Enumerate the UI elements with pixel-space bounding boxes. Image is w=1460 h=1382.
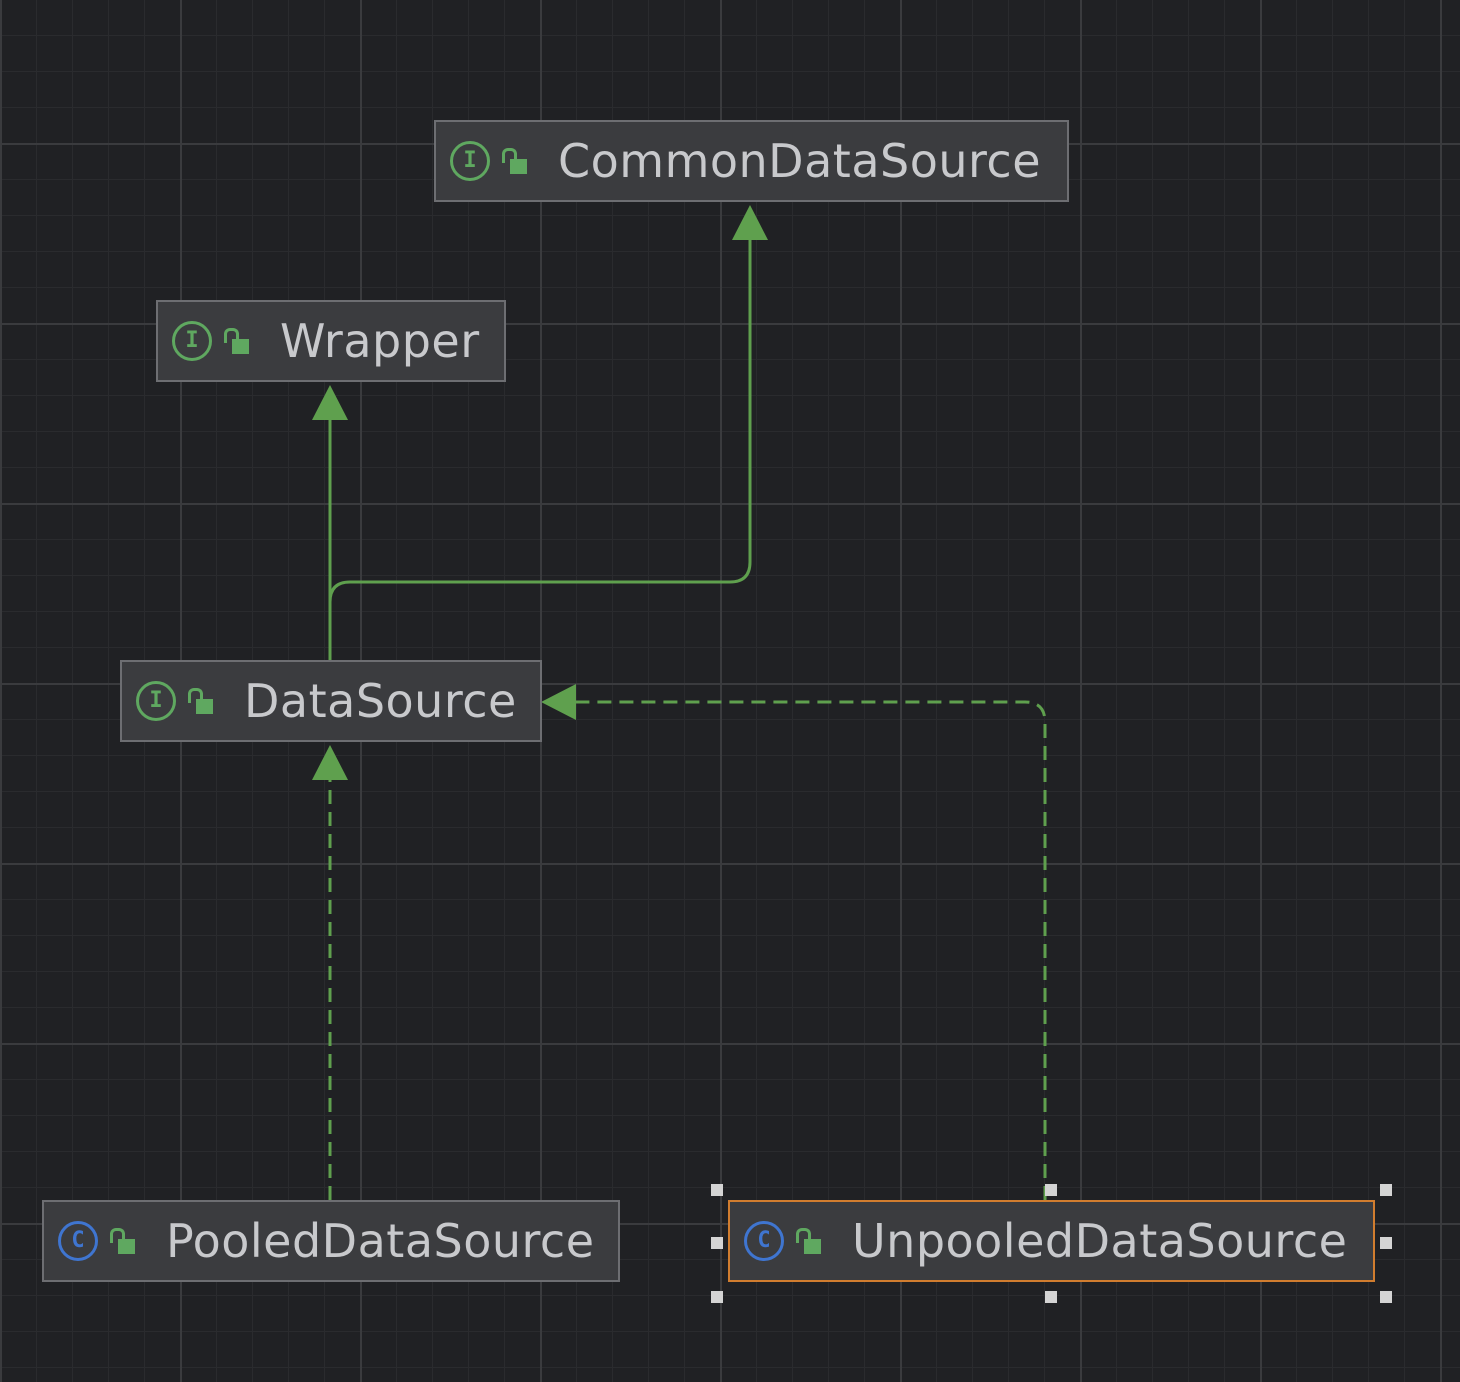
resize-handle-top-right[interactable] [1380,1184,1392,1196]
unlocked-icon [502,146,528,176]
edge-datasource-wrapper [312,385,348,660]
edge-pooled-datasource [312,745,348,1200]
resize-handle-bottom-left[interactable] [711,1291,723,1303]
class-icon: C [58,1221,98,1261]
node-data-source[interactable]: I DataSource [120,660,542,742]
unlocked-icon [796,1226,822,1256]
unlocked-icon [188,686,214,716]
node-label: DataSource [244,674,517,728]
resize-handle-left[interactable] [711,1237,723,1249]
interface-icon: I [136,681,176,721]
node-wrapper[interactable]: I Wrapper [156,300,506,382]
interface-icon: I [450,141,490,181]
resize-handle-right[interactable] [1380,1237,1392,1249]
node-label: CommonDataSource [558,134,1042,188]
resize-handle-bottom-right[interactable] [1380,1291,1392,1303]
unlocked-icon [224,326,250,356]
node-label: Wrapper [280,314,480,368]
node-label: PooledDataSource [166,1214,595,1268]
node-common-data-source[interactable]: I CommonDataSource [434,120,1069,202]
unlocked-icon [110,1226,136,1256]
interface-icon: I [172,321,212,361]
node-unpooled-data-source[interactable]: C UnpooledDataSource [728,1200,1375,1282]
edge-datasource-common [328,205,768,660]
class-icon: C [744,1221,784,1261]
node-label: UnpooledDataSource [852,1214,1348,1268]
resize-handle-top[interactable] [1045,1184,1057,1196]
edge-unpooled-datasource [541,684,1047,1200]
node-pooled-data-source[interactable]: C PooledDataSource [42,1200,620,1282]
resize-handle-top-left[interactable] [711,1184,723,1196]
resize-handle-bottom[interactable] [1045,1291,1057,1303]
